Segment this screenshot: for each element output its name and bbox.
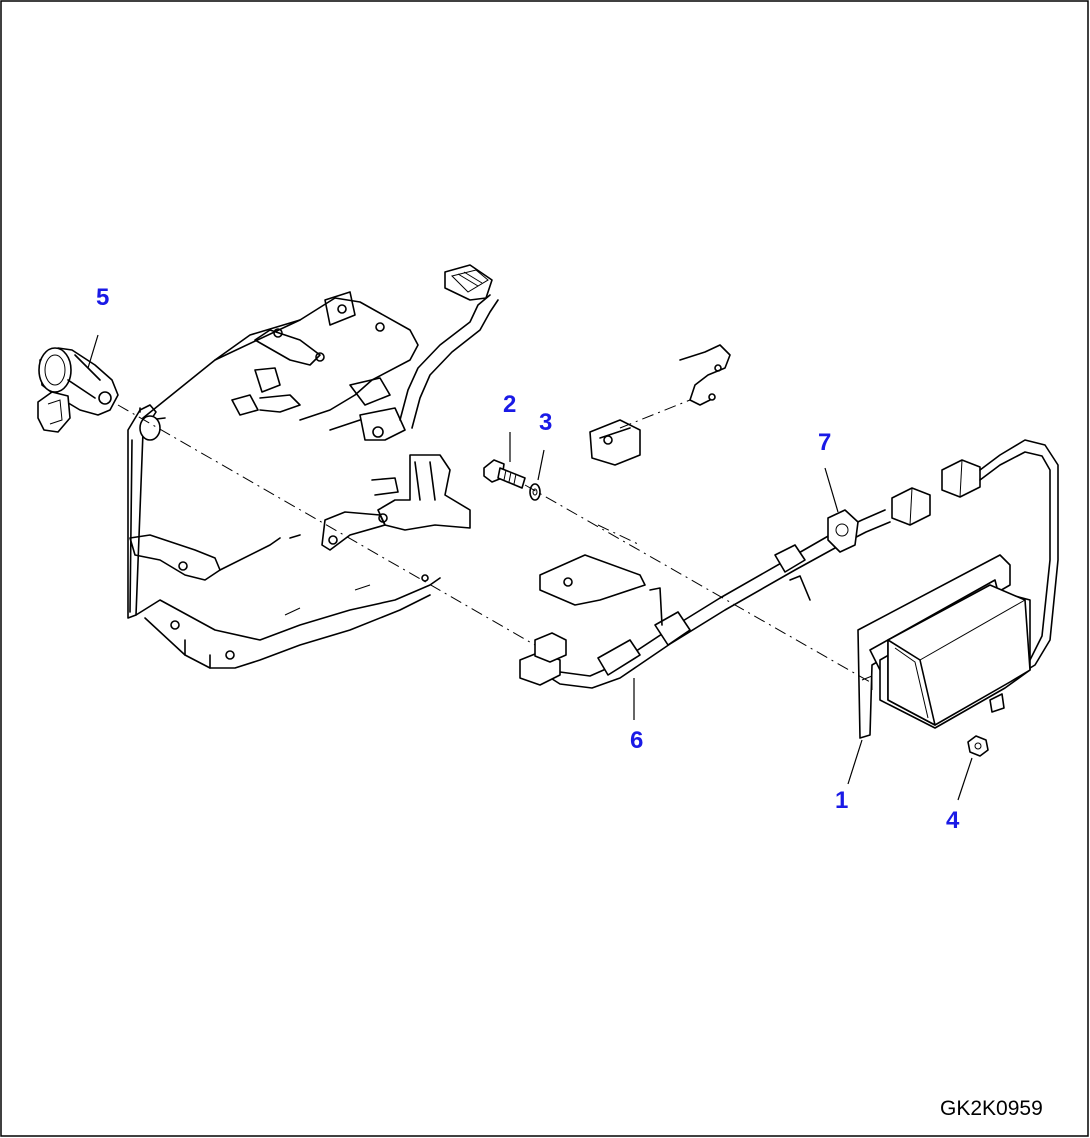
part-3-washer [529,483,541,501]
callout-1: 1 [835,787,848,814]
callout-7: 7 [818,429,831,456]
assembly-lines [117,404,871,683]
part-5-socket [37,347,119,433]
callout-3: 3 [539,409,552,436]
part-1-controller [857,554,1031,739]
console-frame [127,264,499,669]
part-6-harness [519,439,1059,689]
callout-6: 6 [630,727,643,754]
callout-5: 5 [96,284,109,311]
floor-plate [539,344,731,606]
callout-4: 4 [946,807,960,834]
part-2-bolt [483,459,526,489]
drawing-code: GK2K0959 [940,1097,1043,1120]
callout-2: 2 [503,391,516,418]
leader-lines [87,334,973,801]
part-4-nut [967,735,989,757]
